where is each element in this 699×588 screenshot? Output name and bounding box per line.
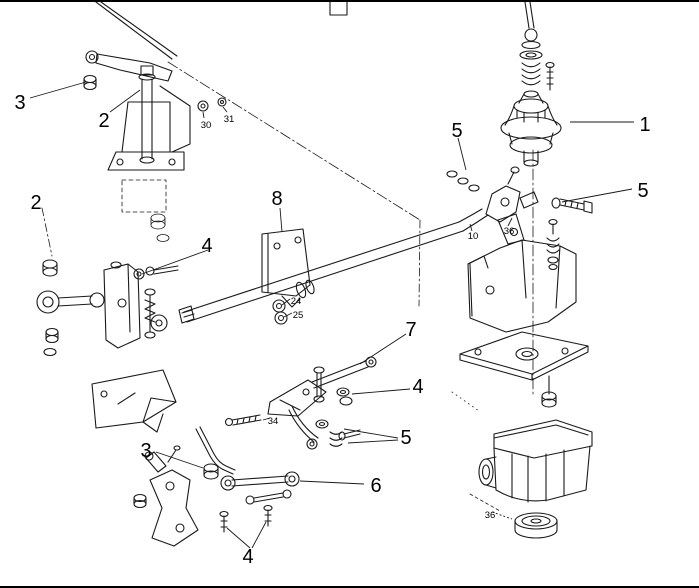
partref-30: 30 (201, 120, 212, 131)
callout-3-lower: 3 (140, 440, 151, 462)
hidden-outline (121, 179, 170, 242)
callout-labels: 3 2 2 4 8 5 1 5 7 4 5 3 6 4 (14, 92, 650, 568)
link-rod-6 (220, 471, 300, 505)
left-clevis-assembly (36, 259, 179, 357)
washers-24-25 (272, 299, 288, 325)
partref-25: 25 (293, 310, 304, 321)
relay-bracket-8 (261, 228, 311, 308)
construction-lines (41, 61, 534, 512)
partref-34: 34 (268, 416, 279, 427)
callout-4-mid: 4 (412, 376, 423, 398)
upper-bracket-assembly (83, 50, 191, 171)
callout-4-bottom: 4 (242, 546, 253, 568)
top-cut-part (329, 2, 348, 16)
lower-bracket (133, 445, 199, 547)
base-plate (459, 331, 589, 381)
hardware-4-mid (336, 387, 353, 406)
mount-bolt (541, 375, 557, 408)
bolt-5-right (551, 197, 593, 214)
callout-5-upper: 5 (451, 120, 462, 142)
partref-36-lower: 36 (485, 510, 496, 521)
part-ref-labels: 30 31 10 36 24 25 34 36 (201, 114, 515, 521)
callout-2-left: 2 (30, 192, 41, 214)
washers-5-top (446, 170, 480, 192)
shift-lever-1 (500, 2, 562, 167)
callout-3-upper: 3 (14, 92, 25, 114)
pulley-cap-36 (514, 512, 558, 539)
callout-8-center: 8 (271, 188, 282, 210)
flag-plate (91, 369, 177, 433)
hardware-5-mid (306, 419, 361, 450)
partref-10: 10 (468, 231, 479, 242)
callout-4-left: 4 (201, 235, 212, 257)
partref-24: 24 (291, 296, 302, 307)
linkage-7 (267, 356, 377, 443)
u-joint-10-36 (485, 166, 539, 245)
bent-rod-3 (195, 426, 236, 480)
spring-bolt-right (546, 218, 560, 271)
leader-lines (29, 81, 634, 549)
rings-30-31 (197, 97, 227, 112)
partref-36-upper: 36 (504, 226, 515, 237)
callout-6-lower: 6 (370, 475, 381, 497)
callout-1-right: 1 (639, 114, 650, 136)
main-shift-rod (178, 208, 489, 324)
support-bracket (467, 239, 577, 333)
callout-5-mid: 5 (400, 427, 411, 449)
shift-rod-top (95, 2, 178, 60)
callout-5-right: 5 (637, 180, 648, 202)
actuator-housing (478, 419, 593, 503)
partref-31: 31 (224, 114, 235, 125)
callout-2-upper: 2 (98, 110, 109, 132)
bolt-34 (224, 414, 262, 427)
callout-7-center: 7 (405, 319, 416, 341)
bolts-4-bottom (219, 504, 273, 533)
